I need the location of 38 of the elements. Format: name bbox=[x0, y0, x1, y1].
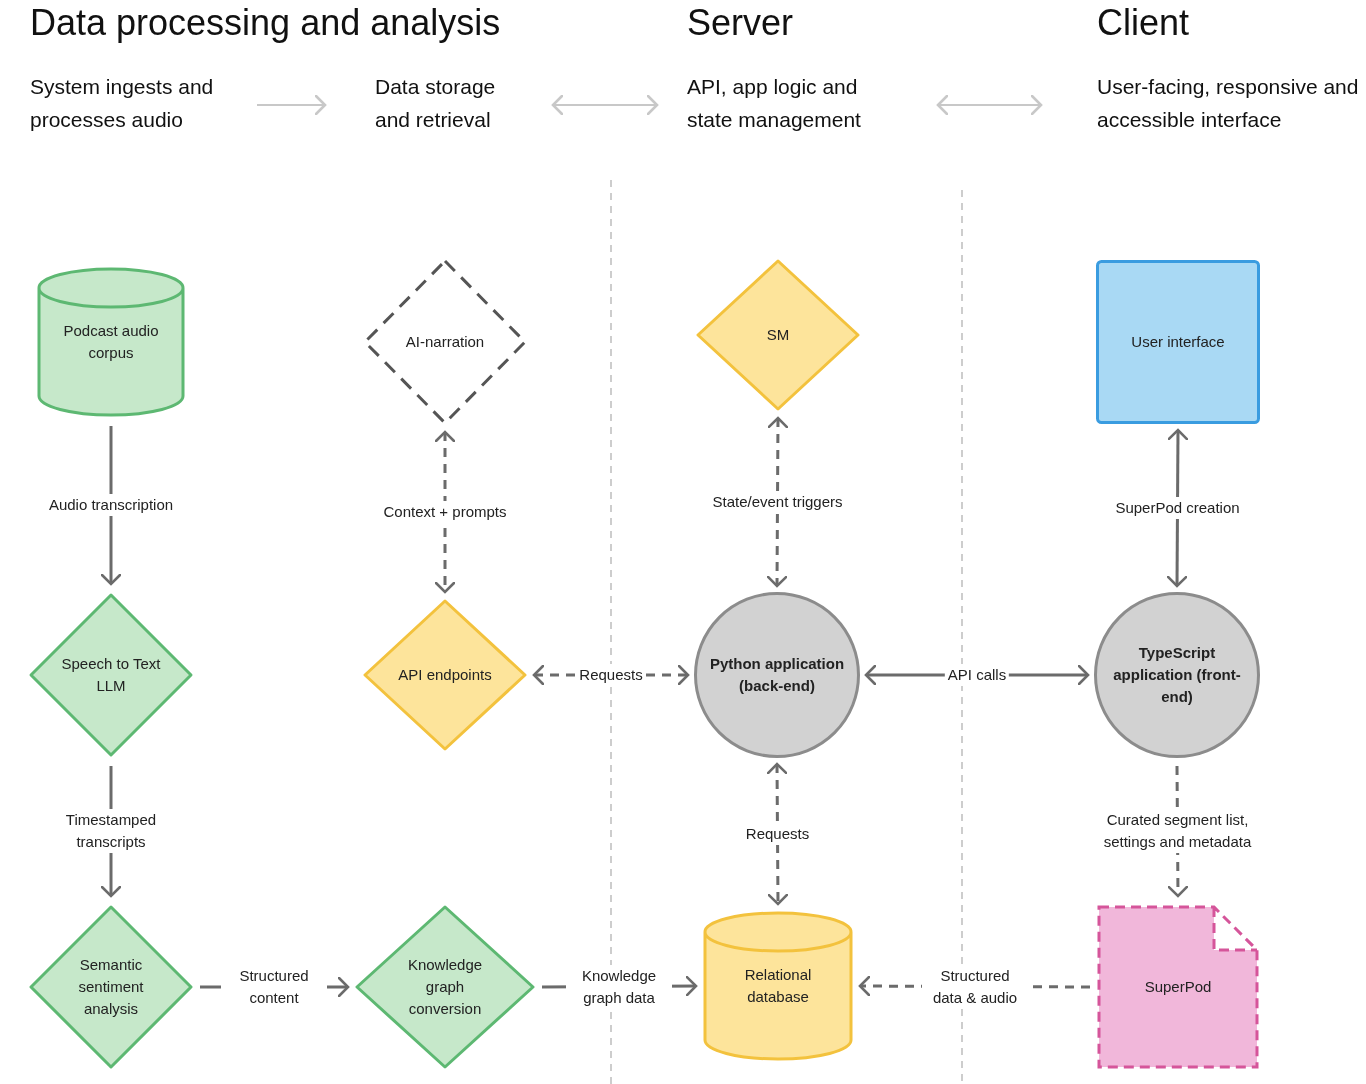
arrow bbox=[766, 762, 789, 906]
section-heading: Server bbox=[687, 2, 794, 44]
decision-diamond bbox=[354, 904, 536, 1070]
node-label: Relational database bbox=[743, 965, 813, 1007]
edge-label: API calls bbox=[944, 664, 1010, 686]
column-subtitle: API, app logic and state management bbox=[687, 74, 862, 133]
column-subtitle: Data storage and retrieval bbox=[375, 74, 497, 133]
database-cylinder bbox=[702, 910, 854, 1062]
arrow bbox=[551, 94, 659, 116]
section-heading: Data processing and analysis bbox=[30, 2, 501, 44]
arrow bbox=[256, 94, 327, 116]
node-label: API endpoints bbox=[398, 665, 492, 685]
node-label: SuperPod bbox=[1144, 977, 1212, 997]
decision-diamond bbox=[362, 598, 528, 752]
decision-diamond bbox=[695, 258, 861, 412]
process-circle bbox=[694, 592, 860, 758]
document-shape bbox=[1096, 904, 1260, 1070]
column-subtitle: User-facing, responsive and accessible interface bbox=[1097, 74, 1360, 133]
section-heading: Client bbox=[1097, 2, 1190, 44]
database-cylinder bbox=[36, 266, 186, 418]
node-label: TypeScript application (front-end) bbox=[1112, 643, 1242, 707]
decision-diamond bbox=[28, 904, 194, 1070]
arrow bbox=[434, 430, 456, 594]
node-label: AI-narration bbox=[405, 332, 485, 352]
column-subtitle: System ingests and processes audio bbox=[30, 74, 215, 133]
arrow bbox=[936, 94, 1043, 116]
node-label: Knowledge graph conversion bbox=[406, 955, 484, 1019]
decision-diamond bbox=[28, 592, 194, 758]
process-circle bbox=[1094, 592, 1260, 758]
node-label: Python application (back-end) bbox=[708, 654, 846, 696]
edge-label: Knowledge graph data bbox=[566, 964, 672, 1009]
node-label: SM bbox=[766, 325, 790, 345]
node-label: Semantic sentiment analysis bbox=[77, 955, 145, 1019]
process-box bbox=[1096, 260, 1260, 424]
arrow bbox=[766, 416, 789, 588]
node-label: User interface bbox=[1131, 332, 1225, 352]
node-label: Podcast audio corpus bbox=[62, 321, 160, 363]
node-label: Speech to Text LLM bbox=[61, 654, 161, 696]
